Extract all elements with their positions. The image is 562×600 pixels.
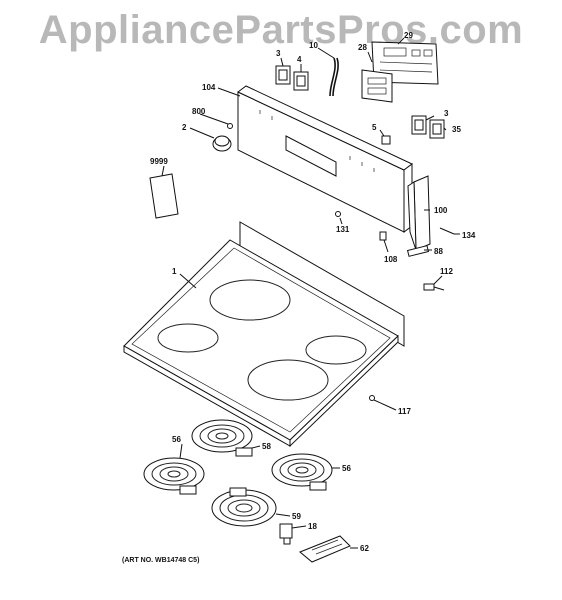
screw-134[interactable] (439, 227, 455, 235)
surface-element-56b[interactable] (271, 453, 333, 491)
callout-28: 28 (358, 43, 367, 52)
backguard-panel[interactable] (237, 85, 413, 233)
callout-56b: 56 (342, 464, 351, 473)
infinite-switch-4[interactable] (293, 71, 309, 91)
art-number: (ART NO. WB14748 C5) (122, 557, 199, 564)
callout-5: 5 (372, 123, 377, 132)
knob-clip[interactable] (227, 123, 233, 129)
display-board[interactable] (361, 69, 393, 103)
watermark: AppliancePartsPros.com (38, 8, 524, 52)
callout-2: 2 (182, 123, 187, 132)
leader-lines (161, 37, 460, 549)
callout-59: 59 (292, 512, 301, 521)
surface-element-56a[interactable] (143, 457, 205, 495)
callout-56a: 56 (172, 435, 181, 444)
callout-104: 104 (202, 83, 216, 92)
surface-element-58[interactable] (191, 419, 253, 457)
surface-element-59[interactable] (211, 487, 277, 527)
callout-9999: 9999 (150, 157, 168, 166)
callout-3a: 3 (276, 49, 281, 58)
callout-112: 112 (440, 267, 453, 276)
drip-pan-62[interactable] (299, 535, 351, 563)
callout-58: 58 (262, 442, 271, 451)
callout-10: 10 (309, 41, 318, 50)
wire-lead-112[interactable] (423, 283, 445, 291)
bracket-88[interactable] (406, 245, 430, 257)
screw-131[interactable] (335, 211, 341, 217)
infinite-switch-3a[interactable] (275, 65, 291, 85)
callout-134: 134 (462, 231, 476, 240)
literature-envelope[interactable] (149, 173, 179, 219)
callout-100: 100 (434, 206, 448, 215)
callout-labels: 3 4 10 28 29 104 800 2 5 3 35 9999 100 1… (150, 31, 476, 553)
receptacle-18[interactable] (279, 523, 293, 545)
callout-35: 35 (452, 125, 461, 134)
callout-117: 117 (398, 407, 411, 416)
callout-131: 131 (336, 225, 350, 234)
switch-5[interactable] (381, 135, 391, 145)
control-knob[interactable] (212, 135, 232, 152)
callout-1: 1 (172, 267, 177, 276)
callout-800: 800 (192, 107, 206, 116)
callout-88: 88 (434, 247, 443, 256)
callout-108: 108 (384, 255, 398, 264)
callout-62: 62 (360, 544, 369, 553)
clip-108[interactable] (379, 231, 387, 241)
cooktop-glass[interactable] (123, 221, 405, 448)
infinite-switch-3b[interactable] (411, 115, 427, 135)
callout-4: 4 (297, 55, 302, 64)
callout-3b: 3 (444, 109, 449, 118)
wire-harness[interactable] (329, 57, 339, 97)
end-cap-bracket[interactable] (407, 175, 431, 251)
callout-29: 29 (404, 31, 413, 40)
plug-117[interactable] (369, 395, 375, 401)
infinite-switch-35[interactable] (429, 119, 445, 139)
callout-18: 18 (308, 522, 317, 531)
